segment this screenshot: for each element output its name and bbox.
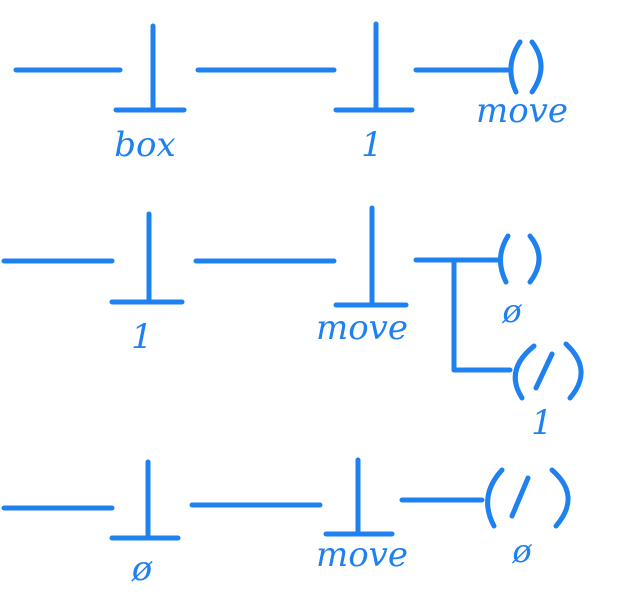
rung-3: ø move ø <box>1 457 571 589</box>
rung-1-contact-1: box <box>113 23 187 165</box>
contact-label: 1 <box>361 125 383 165</box>
coil-left-paren <box>508 39 523 95</box>
coil-left-paren <box>485 467 505 529</box>
rung-3-contact-2: move <box>316 457 408 575</box>
coil-slash <box>509 475 531 519</box>
rung-2-coil-1: ø <box>498 233 542 330</box>
coil-left-paren <box>498 233 511 285</box>
rung-2-branch-wire <box>451 259 513 373</box>
rung-2: 1 move ø 1 <box>1 205 584 443</box>
contact-label: ø <box>131 549 153 589</box>
coil-label: 1 <box>531 403 553 443</box>
rung-3-contact-1: ø <box>109 459 181 589</box>
rung-1-contact-2: 1 <box>333 21 415 165</box>
coil-right-paren <box>527 233 542 285</box>
coil-right-paren <box>529 39 544 95</box>
contact-label: move <box>316 535 408 575</box>
rung-3-coil-1: ø <box>485 467 571 570</box>
contact-label: 1 <box>131 317 153 357</box>
rung-1: box 1 move <box>13 21 568 165</box>
coil-slash <box>533 351 555 391</box>
rung-2-contact-1: 1 <box>109 211 185 357</box>
coil-label: ø <box>511 532 532 570</box>
coil-right-paren <box>563 341 584 401</box>
contact-label: box <box>114 125 175 165</box>
coil-right-paren <box>549 467 571 529</box>
contact-label: move <box>316 308 408 348</box>
rung-1-coil-1: move <box>476 39 568 131</box>
coil-left-paren <box>512 343 537 401</box>
coil-label: move <box>476 91 568 131</box>
rung-2-contact-2: move <box>316 205 409 348</box>
coil-label: ø <box>501 292 522 330</box>
rung-2-coil-2: 1 <box>512 341 584 443</box>
